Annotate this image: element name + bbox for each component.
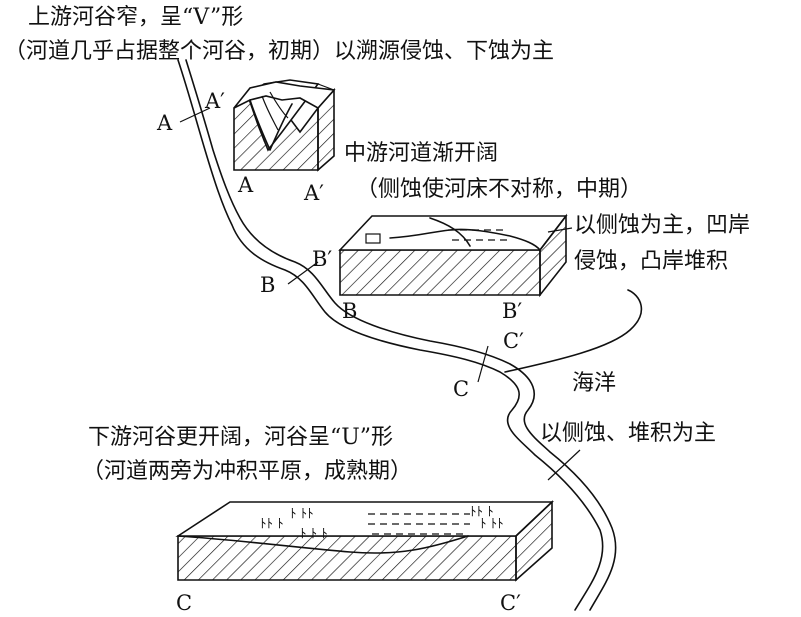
label-b-block: B: [342, 299, 357, 323]
svg-text:ﾄ ﾄ ﾄ: ﾄ ﾄ ﾄ: [300, 527, 328, 542]
sea-label: 海洋: [572, 371, 616, 396]
svg-text:ﾄ ﾄﾄ: ﾄ ﾄﾄ: [290, 507, 314, 522]
section-markers: A A′ B B′ C C′: [156, 89, 524, 401]
label-c-block: C: [176, 591, 192, 615]
label-a-prime-river: A′: [204, 89, 225, 113]
middle-note: （侧蚀使河床不对称，中期）: [356, 177, 642, 202]
label-a-river: A: [156, 111, 173, 135]
middle-action-line2: 侵蚀，凸岸堆积: [574, 249, 728, 274]
lower-u-valley-block: ﾄﾄ ﾄ ﾄ ﾄﾄ ﾄ ﾄ ﾄ ﾄﾄ ﾄ ﾄ ﾄﾄ: [175, 500, 555, 582]
middle-title: 中游河道渐开阔: [344, 141, 498, 166]
river-channel: [177, 59, 643, 611]
lower-action-pointer: [547, 449, 581, 481]
label-b-river: B: [260, 273, 275, 297]
label-c-river: C: [453, 377, 469, 401]
label-c-prime-block: C′: [500, 591, 521, 615]
upper-v-valley-block: [233, 79, 336, 172]
label-b-prime-block: B′: [502, 299, 522, 323]
label-a-prime-block: A′: [303, 181, 324, 205]
upper-title: 上游河谷窄，呈“V”形: [28, 5, 243, 30]
middle-action-line1: 以侧蚀为主，凹岸: [574, 213, 750, 238]
svg-text:ﾄﾄ ﾄ: ﾄﾄ ﾄ: [260, 517, 284, 532]
lower-title: 下游河谷更开阔，河谷呈“U”形: [88, 425, 393, 450]
upper-note: （河道几乎占据整个河谷，初期）以溯源侵蚀、下蚀为主: [4, 39, 554, 64]
svg-text:ﾄﾄ ﾄ: ﾄﾄ ﾄ: [470, 505, 494, 520]
label-b-prime-river: B′: [312, 247, 332, 271]
lower-action: 以侧蚀、堆积为主: [540, 421, 716, 446]
label-c-prime-river: C′: [503, 329, 524, 353]
middle-asymmetric-valley-block: [338, 213, 568, 298]
middle-action-pointer: [547, 227, 573, 233]
floodplain-grass-marks: ﾄﾄ ﾄ ﾄ ﾄﾄ ﾄ ﾄ ﾄ ﾄﾄ ﾄ ﾄ ﾄﾄ: [260, 505, 504, 542]
label-a-block: A: [237, 173, 254, 197]
svg-text:ﾄ ﾄﾄ: ﾄ ﾄﾄ: [480, 517, 504, 532]
lower-note: （河道两旁为冲积平原，成熟期）: [82, 459, 412, 484]
